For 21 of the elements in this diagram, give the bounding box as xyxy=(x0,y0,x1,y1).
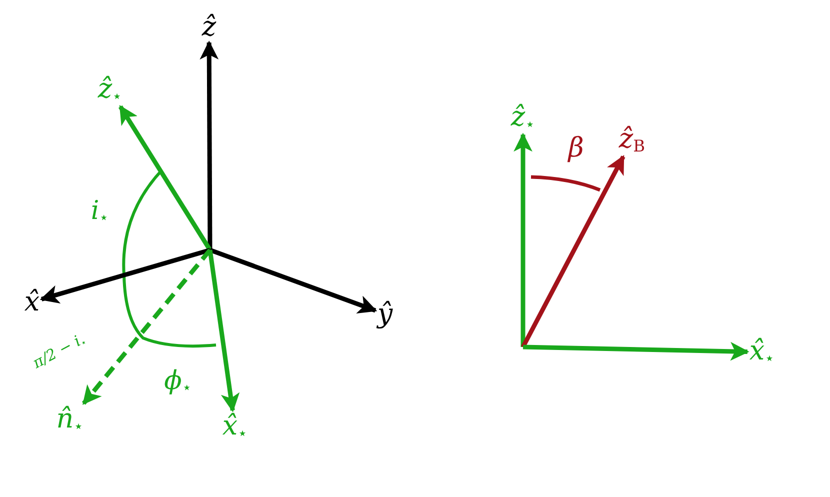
axis-label: n̂$_{⋆}$ xyxy=(56,405,84,435)
arrow xyxy=(82,248,212,405)
axis-label: ŷ xyxy=(377,300,393,328)
angle-label: ϕ$_{⋆}$ xyxy=(164,368,192,396)
arrow xyxy=(200,40,219,250)
arrow xyxy=(118,105,212,252)
axis-label: ẑ xyxy=(202,14,216,40)
arrow xyxy=(209,248,378,314)
axis-label: ẑ$_{⋆}$ xyxy=(510,103,536,133)
angle-label: β xyxy=(568,134,584,162)
axis-label: x̂$_{⋆}$ xyxy=(222,412,248,442)
axis-label: x̂ xyxy=(24,288,40,316)
arrow xyxy=(522,342,750,361)
arrow xyxy=(514,132,532,347)
angle-label: i$_{⋆}$ xyxy=(90,198,110,226)
axis-label: ẑ$_{⋆}$ xyxy=(98,75,122,105)
arrow xyxy=(521,154,626,348)
arrow xyxy=(40,248,211,304)
axis-label: ẑ$_{B}$ xyxy=(618,125,646,155)
axis-label: x̂$_{⋆}$ xyxy=(749,337,775,367)
arrow xyxy=(208,250,240,412)
